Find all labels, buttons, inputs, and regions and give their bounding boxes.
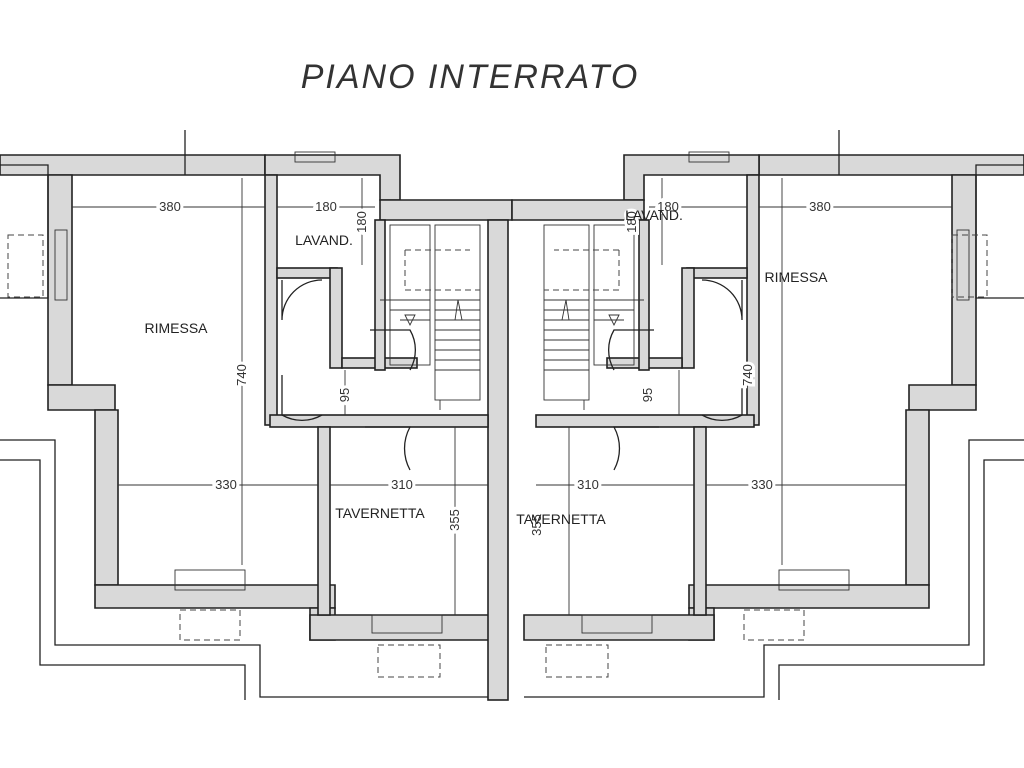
stairs-right <box>543 224 644 410</box>
stairs-left <box>380 224 481 410</box>
room-tavernetta-right: TAVERNETTA <box>516 511 606 527</box>
room-lavand-left: LAVAND. <box>295 232 353 248</box>
room-rimessa-right: RIMESSA <box>764 269 828 285</box>
dim-95-right: 95 <box>640 388 655 402</box>
dim-380-left: 380 <box>159 199 181 214</box>
dim-740-left: 740 <box>234 364 249 386</box>
windows-right <box>581 130 970 634</box>
dim-95-left: 95 <box>337 388 352 402</box>
dim-740-right: 740 <box>740 364 755 386</box>
outer-wall-left <box>0 154 513 700</box>
dim-355-left: 355 <box>447 509 462 531</box>
dim-310-left: 310 <box>391 477 413 492</box>
dim-180-left: 180 <box>315 199 337 214</box>
interior-walls-right <box>535 174 760 616</box>
dim-180-right: 180 <box>657 199 679 214</box>
dim-180v-left: 180 <box>354 211 369 233</box>
dim-310-right: 310 <box>577 477 599 492</box>
dim-380-right: 380 <box>809 199 831 214</box>
outer-wall-right <box>511 154 1024 700</box>
dimension-lines <box>72 178 952 615</box>
dim-180v-right: 180 <box>624 211 639 233</box>
room-tavernetta-left: TAVERNETTA <box>335 505 425 521</box>
dim-330-left: 330 <box>215 477 237 492</box>
windows-left <box>54 130 443 634</box>
doors-right <box>607 279 743 471</box>
dim-330-right: 330 <box>751 477 773 492</box>
doors-left <box>281 279 417 471</box>
interior-walls-left <box>264 174 489 616</box>
room-rimessa-left: RIMESSA <box>144 320 208 336</box>
light-wells <box>7 234 988 678</box>
party-wall <box>487 219 509 701</box>
dim-355-right: 355 <box>529 514 544 536</box>
plan-title: PIANO INTERRATO <box>301 58 640 96</box>
room-lavand-right: LAVAND. <box>625 207 683 223</box>
